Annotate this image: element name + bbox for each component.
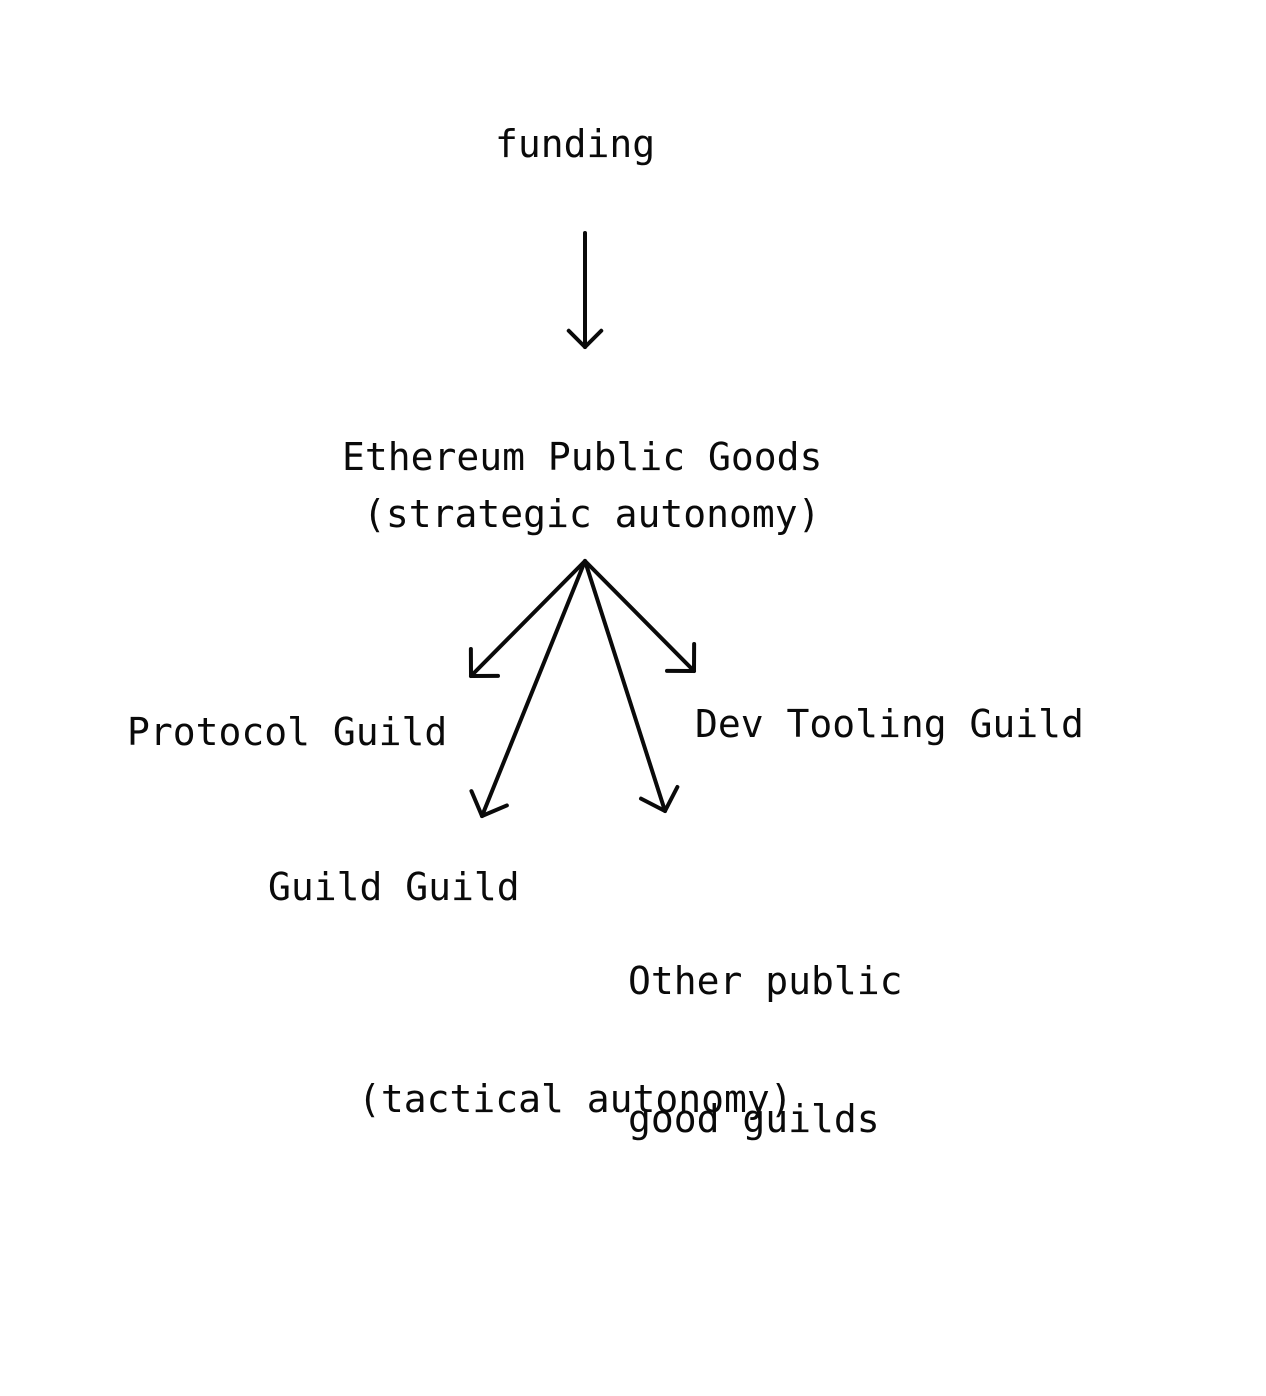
node-dev-tooling-guild: Dev Tooling Guild: [695, 702, 1084, 746]
arrow-epg-to-protocol-guild: [468, 559, 587, 678]
node-ethereum-public-goods-title: Ethereum Public Goods: [342, 435, 823, 479]
node-protocol-guild: Protocol Guild: [127, 710, 448, 754]
node-other-public-good-guilds: Other public good guilds: [628, 866, 903, 1234]
arrow-epg-to-other-public-good-guilds: [583, 559, 680, 813]
arrow-epg-to-dev-tooling-guild: [583, 559, 697, 673]
label-tactical-autonomy: (tactical autonomy): [358, 1077, 793, 1121]
node-funding: funding: [495, 122, 656, 166]
arrow-epg-to-guild-guild: [469, 559, 587, 818]
node-other-public-good-guilds-line2: good guilds: [628, 1097, 880, 1141]
arrow-funding-to-ethereum-public-goods: [566, 231, 604, 349]
node-guild-guild: Guild Guild: [268, 865, 520, 909]
node-ethereum-public-goods-subtitle: (strategic autonomy): [363, 492, 821, 536]
node-other-public-good-guilds-line1: Other public: [628, 959, 903, 1003]
